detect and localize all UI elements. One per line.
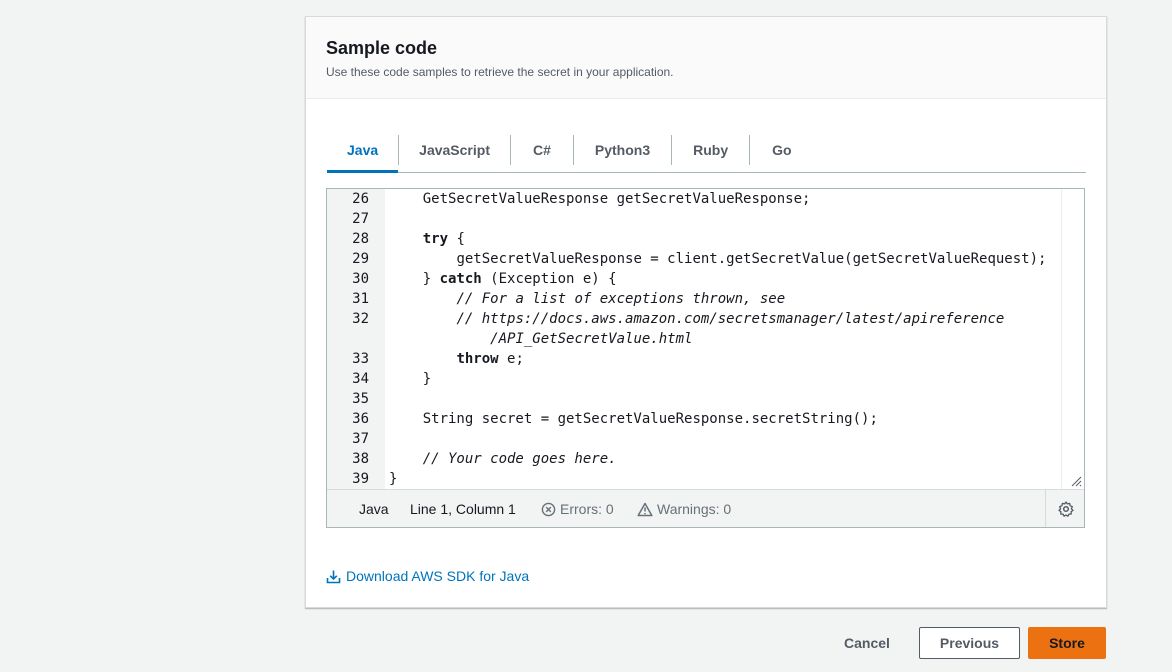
code-comment: /API_GetSecretValue.html	[490, 331, 693, 347]
code-keyword: throw	[456, 351, 499, 367]
code-area[interactable]: 26 GetSecretValueResponse getSecretValue…	[327, 189, 1060, 489]
tab-javascript[interactable]: JavaScript	[419, 141, 490, 158]
resize-handle-icon[interactable]	[1070, 475, 1082, 487]
store-button[interactable]: Store	[1028, 627, 1106, 659]
code-indent	[389, 231, 423, 247]
line-number: 38	[352, 451, 369, 467]
code-text: }	[389, 469, 397, 489]
sample-code-panel: Sample code Use these code samples to re…	[305, 16, 1107, 608]
code-indent	[389, 251, 456, 267]
line-number: 26	[352, 191, 369, 207]
errors-label: Errors: 0	[560, 501, 614, 517]
code-indent	[389, 291, 456, 307]
panel-header: Sample code Use these code samples to re…	[306, 17, 1106, 99]
code-token: (Exception e) {	[481, 271, 617, 287]
code-token: {	[448, 231, 465, 247]
code-token: }	[389, 471, 398, 487]
code-comment: // For a list of exceptions thrown, see	[456, 291, 786, 307]
tab-ruby[interactable]: Ruby	[693, 141, 729, 158]
status-errors[interactable]: Errors: 0	[541, 501, 614, 517]
line-number: 39	[352, 471, 369, 487]
line-number: 37	[352, 431, 369, 447]
tab-csharp[interactable]: C#	[532, 141, 551, 158]
line-number: 31	[352, 291, 369, 307]
language-tabs: Java JavaScript C# Python3 Ruby Go	[327, 127, 1086, 173]
code-text: /API_GetSecretValue.html	[389, 329, 692, 349]
code-text: getSecretValueResponse = client.getSecre…	[389, 249, 1046, 269]
code-token: e;	[498, 351, 524, 367]
code-indent	[389, 351, 456, 367]
code-indent	[389, 271, 423, 287]
code-text: throw e;	[389, 349, 524, 369]
code-comment: // https://docs.aws.amazon.com/secretsma…	[456, 311, 1005, 327]
code-text: String secret = getSecretValueResponse.s…	[389, 409, 878, 429]
code-token: getSecretValueResponse = client.getSecre…	[456, 251, 1047, 267]
download-sdk-label: Download AWS SDK for Java	[346, 568, 530, 584]
line-number: 28	[352, 231, 369, 247]
error-icon	[541, 502, 556, 516]
code-text: }	[389, 369, 431, 389]
code-token: }	[422, 271, 440, 287]
status-language: Java	[359, 501, 389, 517]
editor-settings-button[interactable]	[1045, 490, 1084, 527]
line-number: 34	[352, 371, 369, 387]
code-token: GetSecretValueResponse getSecretValueRes…	[422, 191, 811, 207]
status-warnings[interactable]: Warnings: 0	[637, 501, 731, 517]
line-number-gutter	[327, 189, 385, 489]
line-number: 30	[352, 271, 369, 287]
panel-title: Sample code	[326, 38, 438, 58]
code-token: }	[422, 371, 432, 387]
code-keyword: try	[422, 231, 449, 247]
tab-separator	[572, 134, 574, 165]
line-number: 36	[352, 411, 369, 427]
tab-java[interactable]: Java	[327, 127, 399, 173]
code-token: String secret = getSecretValueResponse.s…	[422, 411, 878, 427]
editor-status-bar: Java Line 1, Column 1 Errors: 0 Warnings…	[327, 489, 1084, 527]
gear-icon	[1057, 501, 1074, 517]
line-number: 32	[352, 311, 369, 327]
tab-separator	[671, 134, 673, 165]
code-indent	[389, 371, 423, 387]
code-text: // For a list of exceptions thrown, see	[389, 289, 785, 309]
tab-separator	[509, 134, 511, 165]
previous-button[interactable]: Previous	[919, 627, 1020, 659]
tab-separator	[398, 134, 400, 165]
line-number: 27	[352, 211, 369, 227]
tab-python3[interactable]: Python3	[594, 141, 651, 158]
code-text: GetSecretValueResponse getSecretValueRes…	[389, 189, 811, 209]
tab-separator	[749, 134, 751, 165]
warnings-label: Warnings: 0	[657, 501, 732, 517]
editor-scrollbar[interactable]	[1061, 189, 1084, 489]
download-sdk-link[interactable]: Download AWS SDK for Java	[326, 568, 529, 584]
code-text: // https://docs.aws.amazon.com/secretsma…	[389, 309, 1004, 329]
line-number: 29	[352, 251, 369, 267]
code-keyword: catch	[439, 271, 482, 287]
cancel-button[interactable]: Cancel	[844, 635, 890, 651]
line-number: 35	[352, 391, 369, 407]
code-indent	[389, 411, 423, 427]
code-text: } catch (Exception e) {	[389, 269, 617, 289]
status-cursor-position: Line 1, Column 1	[410, 501, 516, 517]
code-comment: // Your code goes here.	[422, 451, 617, 467]
code-indent	[389, 311, 456, 327]
code-indent	[389, 331, 490, 347]
line-number: 33	[352, 351, 369, 367]
panel-description: Use these code samples to retrieve the s…	[326, 65, 674, 79]
download-icon	[326, 570, 341, 583]
code-indent	[389, 191, 423, 207]
tab-go[interactable]: Go	[772, 141, 792, 158]
code-text: try {	[389, 229, 465, 249]
code-indent	[389, 451, 423, 467]
code-editor[interactable]: 26 GetSecretValueResponse getSecretValue…	[326, 188, 1085, 528]
code-text: // Your code goes here.	[389, 449, 617, 469]
warning-icon	[637, 502, 653, 516]
